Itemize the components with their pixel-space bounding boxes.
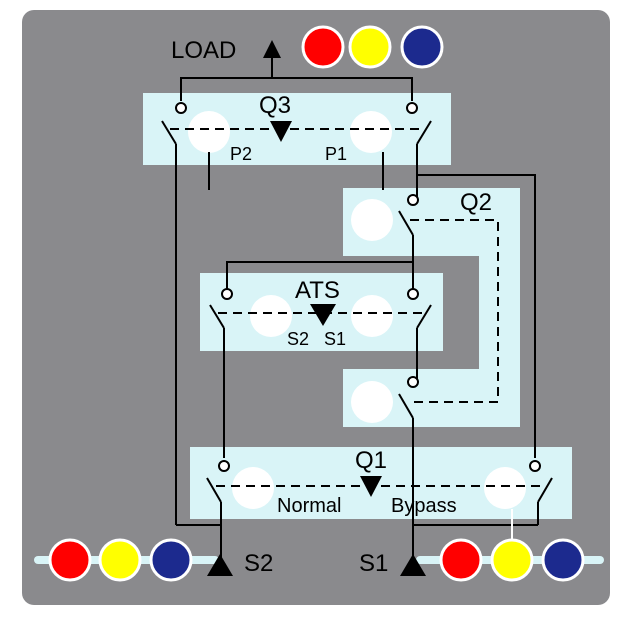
s2-label: S2	[244, 550, 273, 577]
phase-dot-icon	[301, 25, 345, 69]
q3-p2-contact	[188, 111, 230, 153]
triangle-up-icon	[400, 554, 426, 576]
terminals	[175, 102, 541, 472]
phase-dot-icon	[541, 538, 585, 582]
phase-dot-icon	[400, 25, 444, 69]
wiring	[161, 55, 553, 560]
ats-s2-contact	[250, 295, 292, 337]
phase-dot-icon	[439, 538, 483, 582]
q3-p2-label: P2	[230, 144, 252, 164]
s1-label: S1	[359, 550, 388, 577]
q3-label: Q3	[259, 92, 291, 119]
q3-p1-label: P1	[325, 144, 347, 164]
phase-dot-icon	[98, 538, 142, 582]
triangle-up-icon	[207, 554, 233, 576]
triangle-down-icon	[270, 121, 292, 142]
ats-s2-label: S2	[287, 329, 309, 349]
q2-bottom-contact	[351, 381, 393, 423]
contact-circles	[188, 111, 526, 509]
q1-bypass-contact	[484, 467, 526, 509]
triangle-up-icon	[263, 40, 281, 58]
triangle-down-icon	[360, 476, 382, 497]
ats-s1-contact	[351, 295, 393, 337]
load-label: LOAD	[171, 37, 236, 64]
phase-dot-icon	[490, 538, 534, 582]
q1-normal-contact	[232, 467, 274, 509]
q3-p1-contact	[350, 111, 392, 153]
phase-dot-icon	[348, 25, 392, 69]
q1-bypass-label: Bypass	[391, 495, 457, 517]
q2-label: Q2	[460, 189, 492, 216]
interlock-links	[170, 128, 546, 487]
ats-s1-label: S1	[324, 329, 346, 349]
q1-label: Q1	[355, 447, 387, 474]
q2-top-contact	[351, 199, 393, 241]
triangle-down-icon	[310, 304, 336, 326]
phase-dot-icon	[48, 538, 92, 582]
phase-dot-icon	[149, 538, 193, 582]
q1-normal-label: Normal	[277, 495, 341, 517]
ats-label: ATS	[295, 277, 340, 304]
